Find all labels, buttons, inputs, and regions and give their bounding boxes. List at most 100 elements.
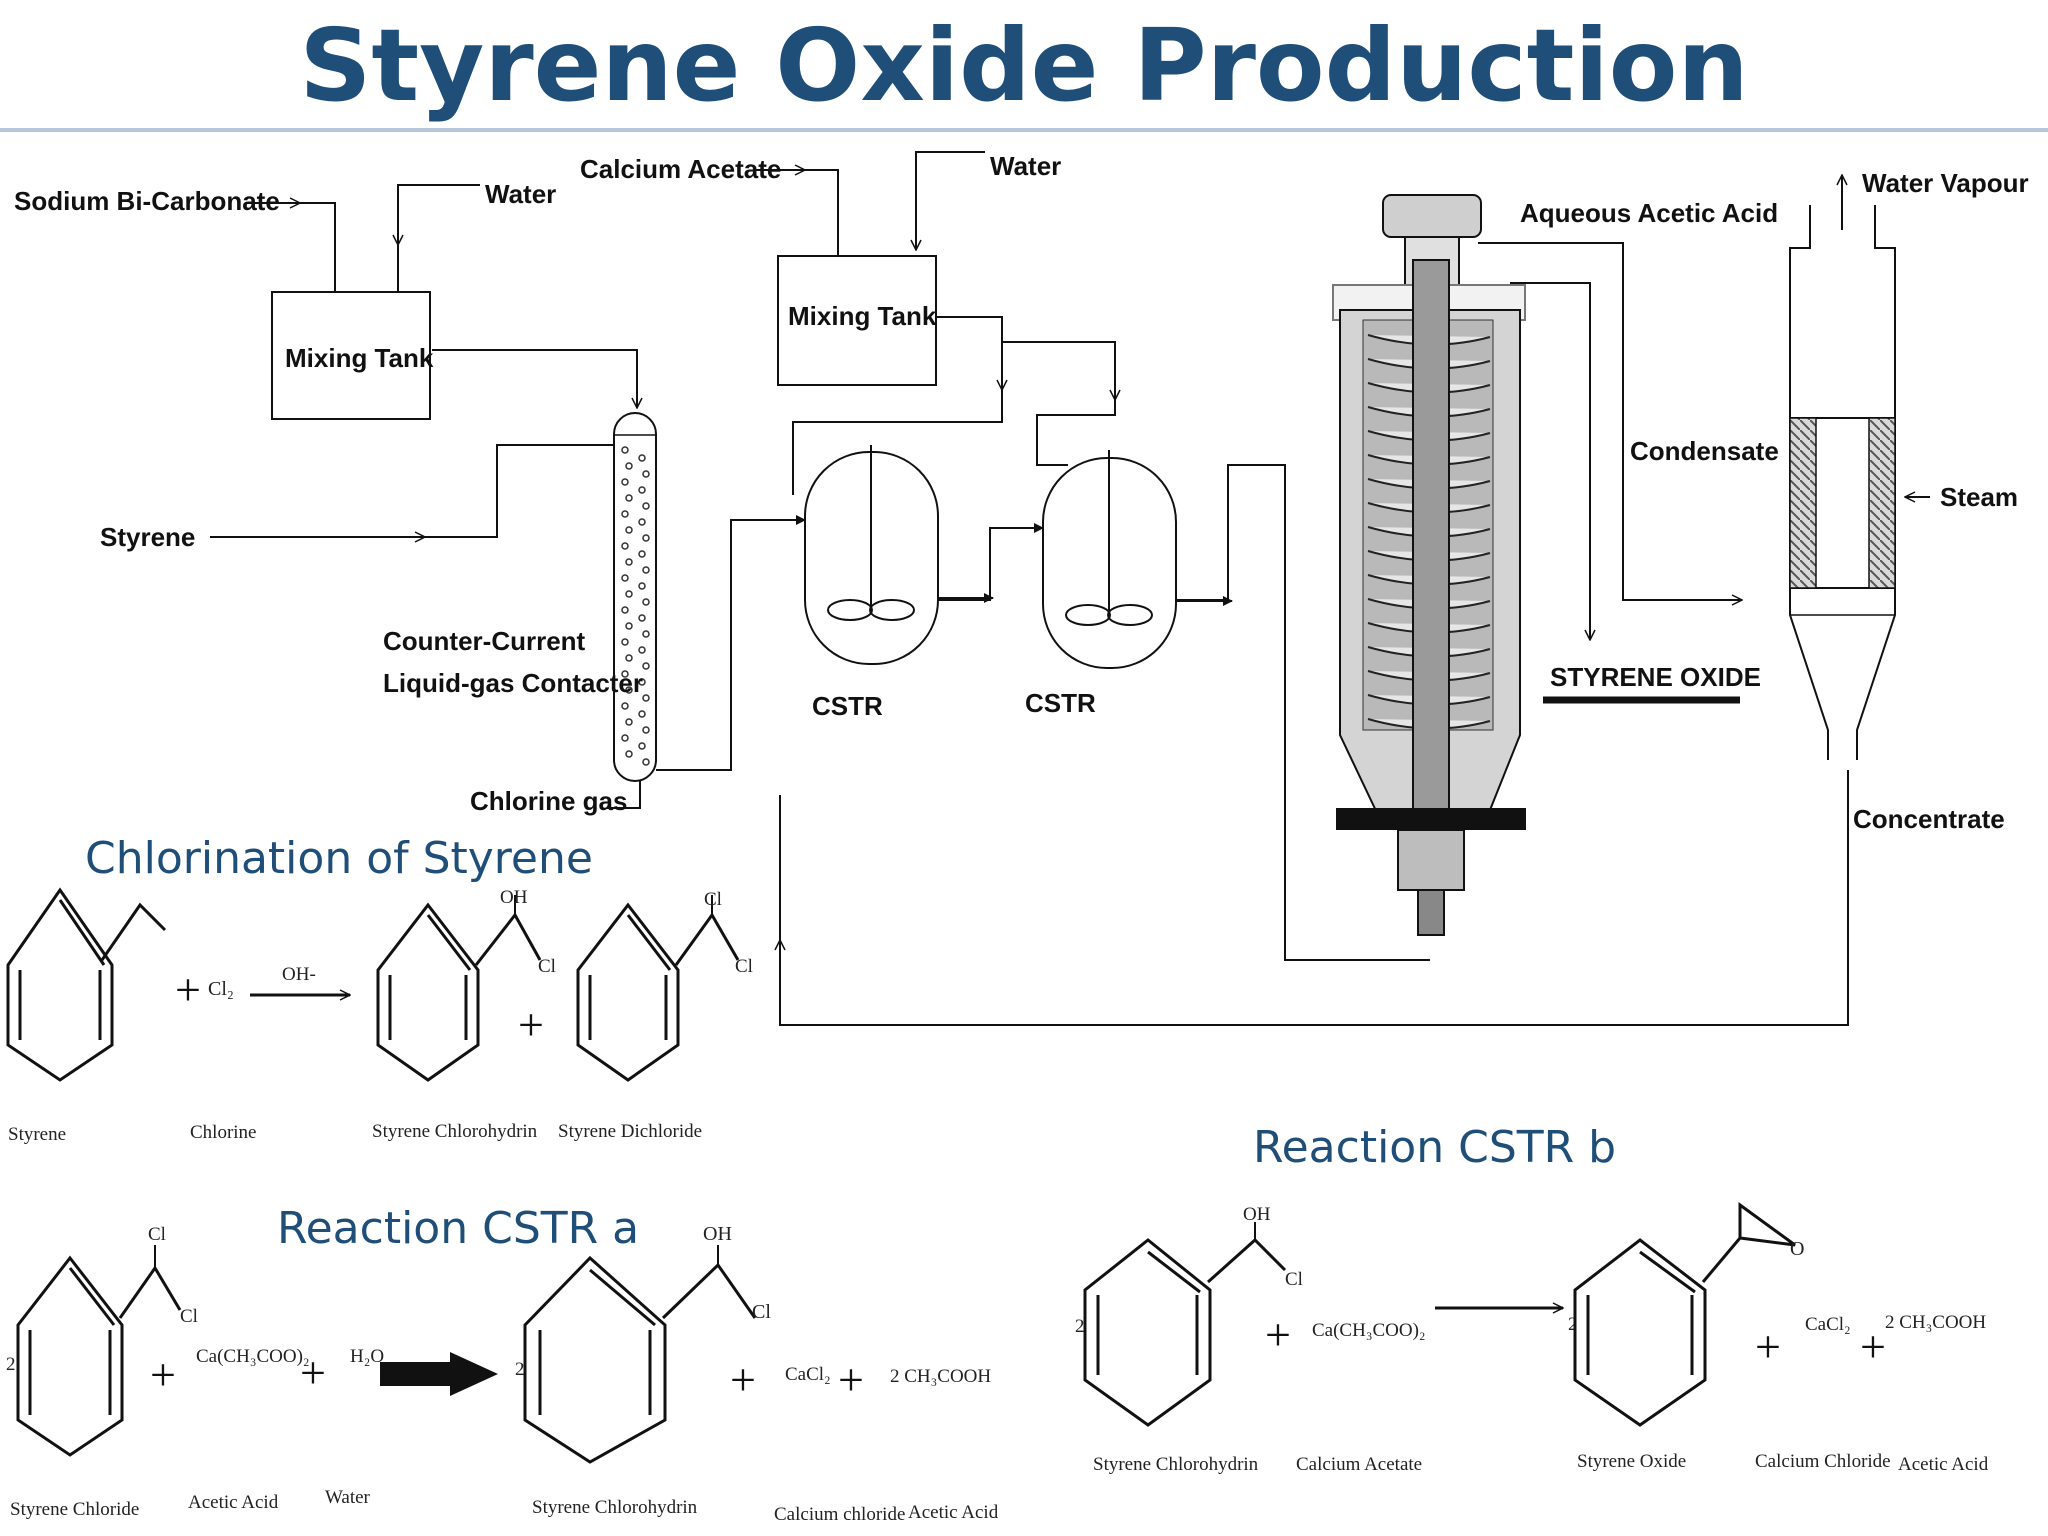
sodium-bicarbonate-feed-line — [300, 202, 336, 292]
coefficient: 2 — [1568, 1314, 1578, 1335]
acetic-formula: 2 CH₃COOH — [1885, 1312, 1986, 1333]
pfd-labels: Sodium Bi-Carbonate Water Mixing Tank Ca… — [14, 151, 2029, 834]
label-water-1: Water — [485, 179, 556, 209]
coefficient: 2 — [515, 1359, 525, 1380]
bold-reaction-arrow — [380, 1352, 498, 1396]
oh-label: OH — [500, 887, 528, 908]
catalyst-label: OH- — [282, 964, 316, 985]
plus-sign: + — [838, 1354, 864, 1405]
evaporator — [1789, 205, 1896, 760]
plus-sign: + — [300, 1347, 326, 1398]
cl-label-1: Cl — [538, 956, 556, 977]
section-title-chlorination: Chlorination of Styrene — [85, 833, 593, 884]
styrene-chloride-molecule — [16, 1245, 182, 1457]
plus-sign: + — [1265, 1309, 1291, 1360]
reagent-formula: Ca(CH₃COO)₂ — [196, 1346, 310, 1367]
styrene-oxide-molecule — [1573, 1202, 1796, 1427]
plus-sign: + — [730, 1354, 756, 1405]
label-cstr-1: CSTR — [812, 691, 883, 721]
epoxide-oxygen: O — [1790, 1238, 1804, 1260]
cl-label-a: Cl — [148, 1224, 166, 1245]
styrene-oxide-product-line — [1510, 282, 1590, 640]
label-sodium-bicarbonate: Sodium Bi-Carbonate — [14, 186, 280, 216]
name-styrene-chlorohydrin: Styrene Chlorohydrin — [372, 1121, 538, 1142]
plus-sign: + — [175, 964, 201, 1015]
acetic-acid-to-evaporator-line — [1478, 242, 1742, 600]
tank2-to-cstr2-line — [1036, 400, 1116, 466]
plus-sign: + — [1755, 1321, 1781, 1372]
coefficient: 2 — [1075, 1316, 1085, 1337]
tank1-to-contacter-line — [432, 349, 637, 408]
cl-label-c: Cl — [752, 1301, 771, 1323]
name-acetic-acid: Acetic Acid — [1898, 1454, 1989, 1475]
label-styrene-oxide: STYRENE OXIDE — [1550, 662, 1761, 692]
name-acetic-acid-product: Acetic Acid — [908, 1502, 999, 1523]
plus-sign: + — [150, 1349, 176, 1400]
cl-label-3: Cl — [735, 956, 753, 977]
tank2-to-cstr2-arrow — [1002, 341, 1115, 400]
coefficient: 2 — [6, 1354, 16, 1375]
name-styrene-chlorohydrin: Styrene Chlorohydrin — [1093, 1454, 1259, 1475]
label-cstr-2: CSTR — [1025, 688, 1096, 718]
label-concentrate: Concentrate — [1853, 804, 2005, 834]
centrifuge — [1332, 194, 1526, 936]
water-feed-2-arrow — [916, 151, 985, 250]
styrene-feed-line — [425, 444, 620, 538]
label-condensate: Condensate — [1630, 436, 1779, 466]
contacter-column — [613, 412, 657, 782]
label-contacter-1: Counter-Current — [383, 626, 586, 656]
label-mixing-tank-1: Mixing Tank — [285, 343, 434, 373]
cacl2-formula: CaCl₂ — [785, 1364, 831, 1385]
chlorination-reaction: + Cl₂ OH- OH Cl + Cl Cl Styrene Chlorin — [6, 887, 753, 1145]
reagent-formula: Ca(CH₃COO)₂ — [1312, 1320, 1426, 1341]
label-contacter-2: Liquid-gas Contacter — [383, 668, 643, 698]
reaction-cstr-b: 2 OH Cl + Ca(CH₃COO)₂ 2 O + CaCl₂ + 2 CH… — [1075, 1202, 1989, 1475]
name-chlorine: Chlorine — [190, 1122, 257, 1143]
tank2-to-split-arrow — [936, 316, 1002, 390]
name-acetic-acid: Acetic Acid — [188, 1492, 279, 1513]
mixing-tank-1 — [271, 291, 431, 420]
label-chlorine-gas: Chlorine gas — [470, 786, 627, 816]
name-calcium-acetate: Calcium Acetate — [1296, 1454, 1422, 1475]
section-title-cstr-b: Reaction CSTR b — [1253, 1122, 1616, 1173]
calcium-acetate-line — [805, 169, 839, 256]
chlorohydrin-product-molecule — [523, 1245, 757, 1464]
label-styrene: Styrene — [100, 522, 195, 552]
cstr-2 — [1042, 450, 1177, 669]
oh-label: OH — [703, 1223, 732, 1245]
cstr1-to-cstr2-line — [938, 523, 1044, 601]
plus-sign: + — [518, 999, 544, 1050]
title-divider — [0, 128, 2048, 132]
tank2-to-cstr1-line — [792, 390, 1003, 495]
water-feed-1-arrow — [398, 184, 480, 245]
chlorine-formula: Cl₂ — [208, 978, 234, 1000]
label-water-vapour: Water Vapour — [1862, 168, 2029, 198]
cacl2-formula: CaCl₂ — [1805, 1314, 1851, 1335]
reaction-cstr-a: 2 Cl Cl + Ca(CH₃COO)₂ + H₂O 2 OH Cl — [6, 1223, 999, 1525]
page-title: Styrene Oxide Production — [299, 7, 1749, 124]
label-mixing-tank-2: Mixing Tank — [788, 301, 937, 331]
dichloride-molecule — [576, 895, 740, 1082]
cstr-1 — [804, 445, 939, 665]
styrene-molecule — [6, 887, 167, 1082]
name-styrene-dichloride: Styrene Dichloride — [558, 1121, 702, 1142]
name-styrene: Styrene — [8, 1124, 66, 1145]
cl-label: Cl — [1285, 1269, 1303, 1290]
label-aqueous-acetic-acid: Aqueous Acetic Acid — [1520, 198, 1778, 228]
mixing-tank-2 — [777, 255, 937, 386]
acetic-formula: 2 CH₃COOH — [890, 1366, 991, 1387]
recycle-line — [780, 770, 1849, 1026]
flow-lines — [210, 151, 1930, 1026]
chlorohydrin-molecule — [376, 895, 542, 1082]
water-formula: H₂O — [350, 1346, 384, 1367]
name-calcium-chloride: Calcium Chloride — [1755, 1451, 1891, 1472]
cl-label-2: Cl — [704, 889, 722, 910]
name-water: Water — [325, 1487, 371, 1508]
plus-sign: + — [1860, 1321, 1886, 1372]
label-steam: Steam — [1940, 482, 2018, 512]
name-calcium-chloride: Calcium chloride — [774, 1504, 905, 1525]
oh-label: OH — [1243, 1204, 1271, 1225]
name-styrene-chlorohydrin: Styrene Chlorohydrin — [532, 1497, 698, 1518]
